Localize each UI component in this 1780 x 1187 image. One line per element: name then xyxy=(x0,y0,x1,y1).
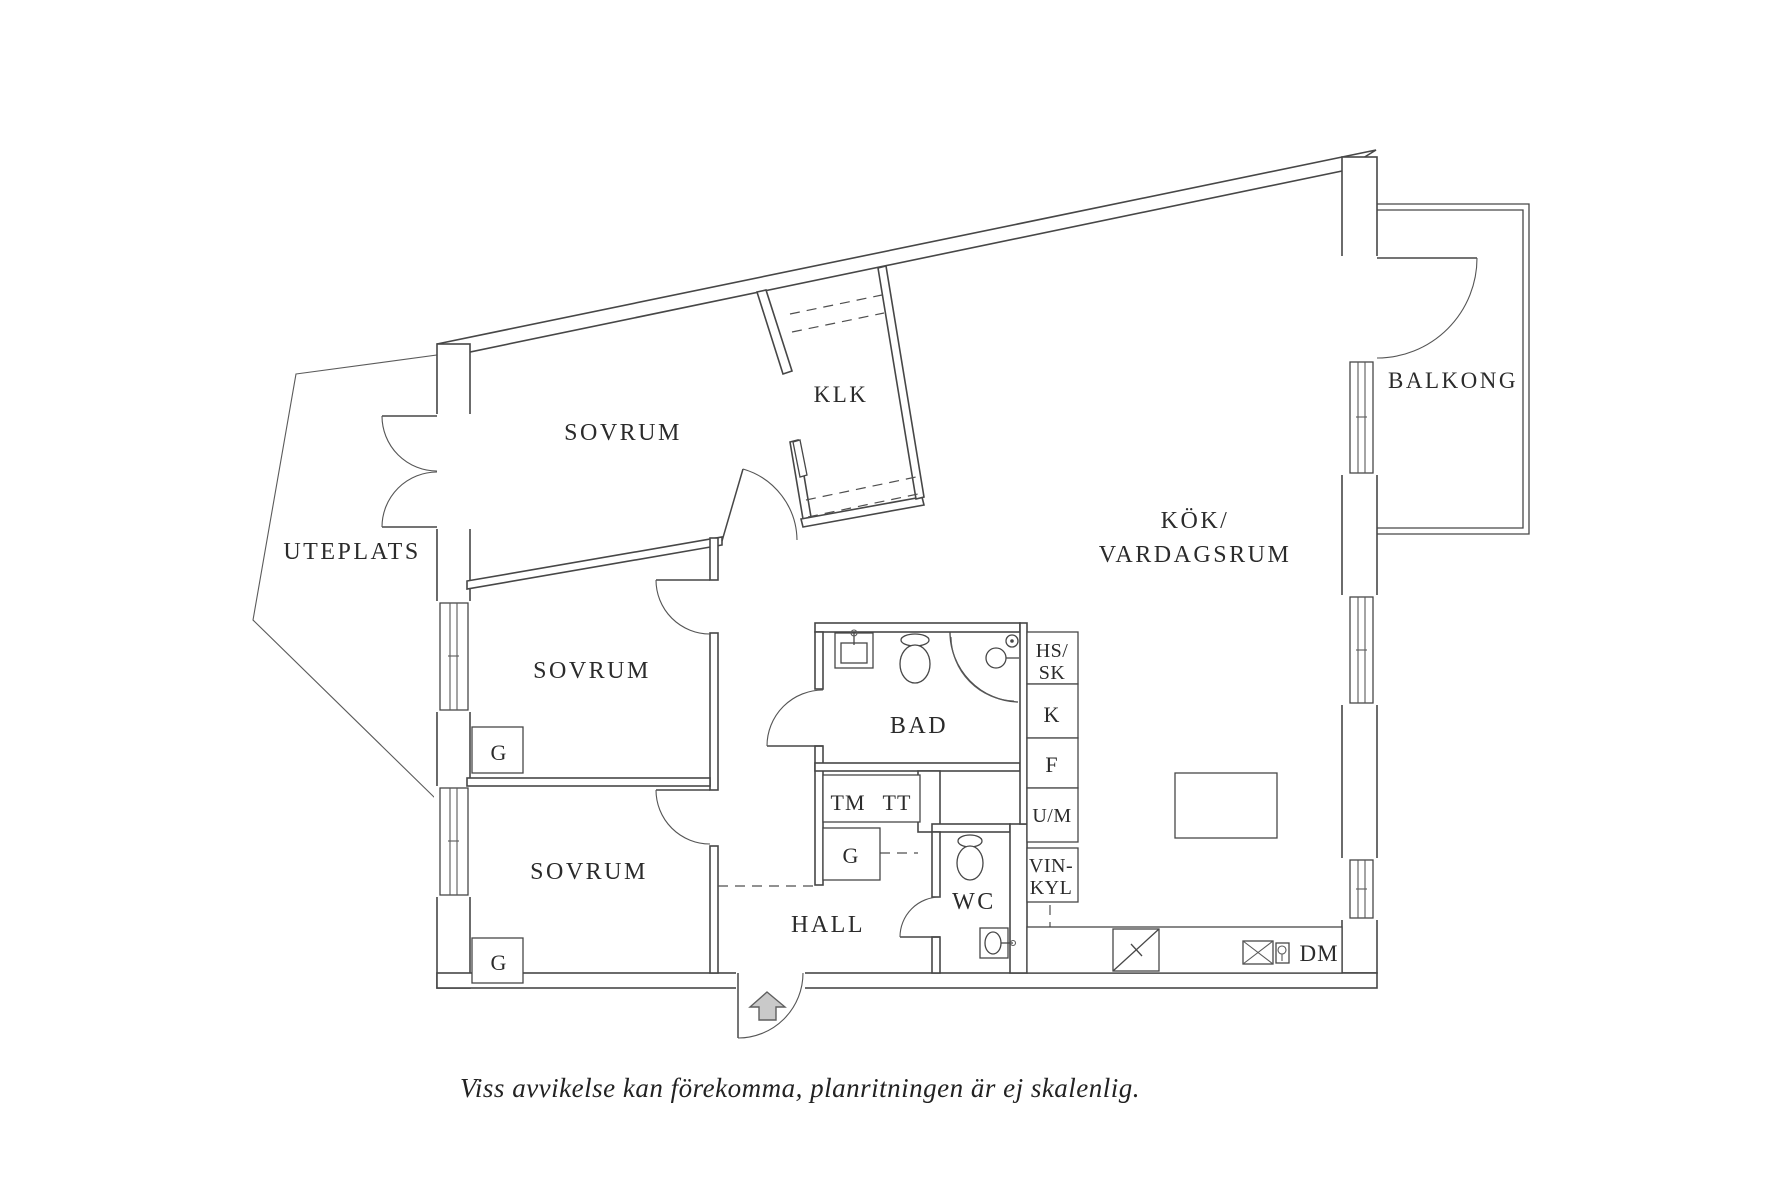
room-label-kitchen-line1: KÖK/ xyxy=(1161,508,1230,534)
kitchen-fixtures xyxy=(1112,928,1290,972)
label-wardrobe-bedroom3: G xyxy=(491,950,508,975)
room-label-patio: UTEPLATS xyxy=(283,539,420,565)
wine-fridge-box xyxy=(1026,847,1079,903)
room-label-kitchen-line2: VARDAGSRUM xyxy=(1099,542,1292,568)
disclaimer-caption: Viss avvikelse kan förekomma, planritnin… xyxy=(460,1073,1140,1103)
label-freezer: F xyxy=(1045,752,1058,777)
bathroom-toilet xyxy=(899,633,931,684)
corridor-wall-middle xyxy=(709,632,719,791)
kitchen-island xyxy=(1174,772,1278,839)
label-wine-fridge-line2: KYL xyxy=(1030,877,1073,899)
bedroom3-door xyxy=(655,789,711,845)
label-wardrobe-hall: G xyxy=(843,843,860,868)
shower xyxy=(949,631,1019,703)
corridor-wall-lower xyxy=(709,845,719,974)
room-label-bedroom3: SOVRUM xyxy=(530,859,648,885)
room-label-walk-in-closet: KLK xyxy=(814,382,869,407)
bedroom1-bottom-wall xyxy=(466,536,723,590)
label-tumble-dryer: TT xyxy=(883,790,912,815)
kitchen-sink-symbol xyxy=(1242,940,1290,965)
room-labels: SOVRUM SOVRUM SOVRUM KLK UTEPLATS BAD WC… xyxy=(283,368,1518,938)
cabinetry xyxy=(471,631,1343,984)
room-label-wc: WC xyxy=(952,889,996,915)
klk-bottom-wall xyxy=(800,496,925,528)
bathroom-left-wall-upper xyxy=(814,631,824,690)
wc-basin xyxy=(979,927,1017,959)
room-label-balcony: BALKONG xyxy=(1388,368,1518,393)
bathroom-fixtures xyxy=(834,629,1019,959)
patio-double-door xyxy=(381,415,438,528)
windows xyxy=(439,361,1374,919)
klk-stub-wall xyxy=(755,289,794,376)
bathroom-top-wall xyxy=(814,622,1021,633)
fixture-labels: G G G TM TT HS/ SK K F U/M VIN- KYL DM xyxy=(491,640,1338,975)
klk-right-wall xyxy=(877,265,925,500)
laundry-cabinet-box xyxy=(822,774,921,823)
interior-walls xyxy=(466,265,1028,974)
room-label-bathroom: BAD xyxy=(890,713,948,739)
klk-shelf-dash xyxy=(805,476,917,501)
label-oven-micro: U/M xyxy=(1032,805,1071,827)
oven-micro-box xyxy=(1026,787,1079,843)
window-kitchen xyxy=(1349,859,1374,919)
entrance-arrow-icon xyxy=(748,991,787,1021)
tall-cabinet-box xyxy=(1026,631,1079,685)
bathroom-door xyxy=(766,689,824,747)
klk-shelf-dash xyxy=(807,493,919,518)
laundry-right-wall xyxy=(917,770,941,833)
window-bedroom2 xyxy=(439,602,469,711)
room-label-bedroom2: SOVRUM xyxy=(533,658,651,684)
wc-left-wall-lower xyxy=(931,936,941,974)
corridor-wall-upper xyxy=(709,537,719,581)
bedroom3-wardrobe-box xyxy=(471,937,524,984)
kitchen-left-wall xyxy=(1019,622,1028,825)
label-wardrobe-bedroom2: G xyxy=(491,740,508,765)
label-tall-cabinet-line2: SK xyxy=(1039,662,1066,684)
label-tall-cabinet-line1: HS/ xyxy=(1036,640,1069,662)
wc-door xyxy=(899,896,941,938)
room-label-bedroom1: SOVRUM xyxy=(564,420,682,446)
doors xyxy=(381,257,1478,1039)
bathroom-sink xyxy=(834,629,874,669)
bedroom2-door xyxy=(655,579,711,635)
room-label-hall: HALL xyxy=(791,912,865,938)
wc-toilet xyxy=(956,834,984,881)
bedroom2-wardrobe-box xyxy=(471,726,524,774)
entry-door xyxy=(737,972,804,1039)
window-livingroom xyxy=(1349,596,1374,704)
kitchen-counter xyxy=(1026,926,1343,974)
wc-right-wall xyxy=(1009,823,1028,974)
bedroom2-bedroom3-wall xyxy=(466,777,711,787)
wc-top-wall xyxy=(931,823,1011,833)
label-wine-fridge-line1: VIN- xyxy=(1029,855,1073,877)
window-balcony-side xyxy=(1349,361,1374,474)
window-bedroom3 xyxy=(439,787,469,896)
bottom-wall xyxy=(436,972,1378,989)
stove-symbol xyxy=(1112,928,1160,972)
balcony-door xyxy=(1376,257,1478,359)
wc-left-wall-upper xyxy=(931,831,941,898)
fridge-box xyxy=(1026,683,1079,739)
label-dishwasher: DM xyxy=(1299,941,1338,966)
label-washing-machine: TM xyxy=(831,790,866,815)
label-fridge: K xyxy=(1044,702,1061,727)
bedroom1-door xyxy=(721,439,808,542)
hall-wardrobe-box xyxy=(822,827,881,881)
bathroom-bottom-wall xyxy=(814,762,1021,772)
